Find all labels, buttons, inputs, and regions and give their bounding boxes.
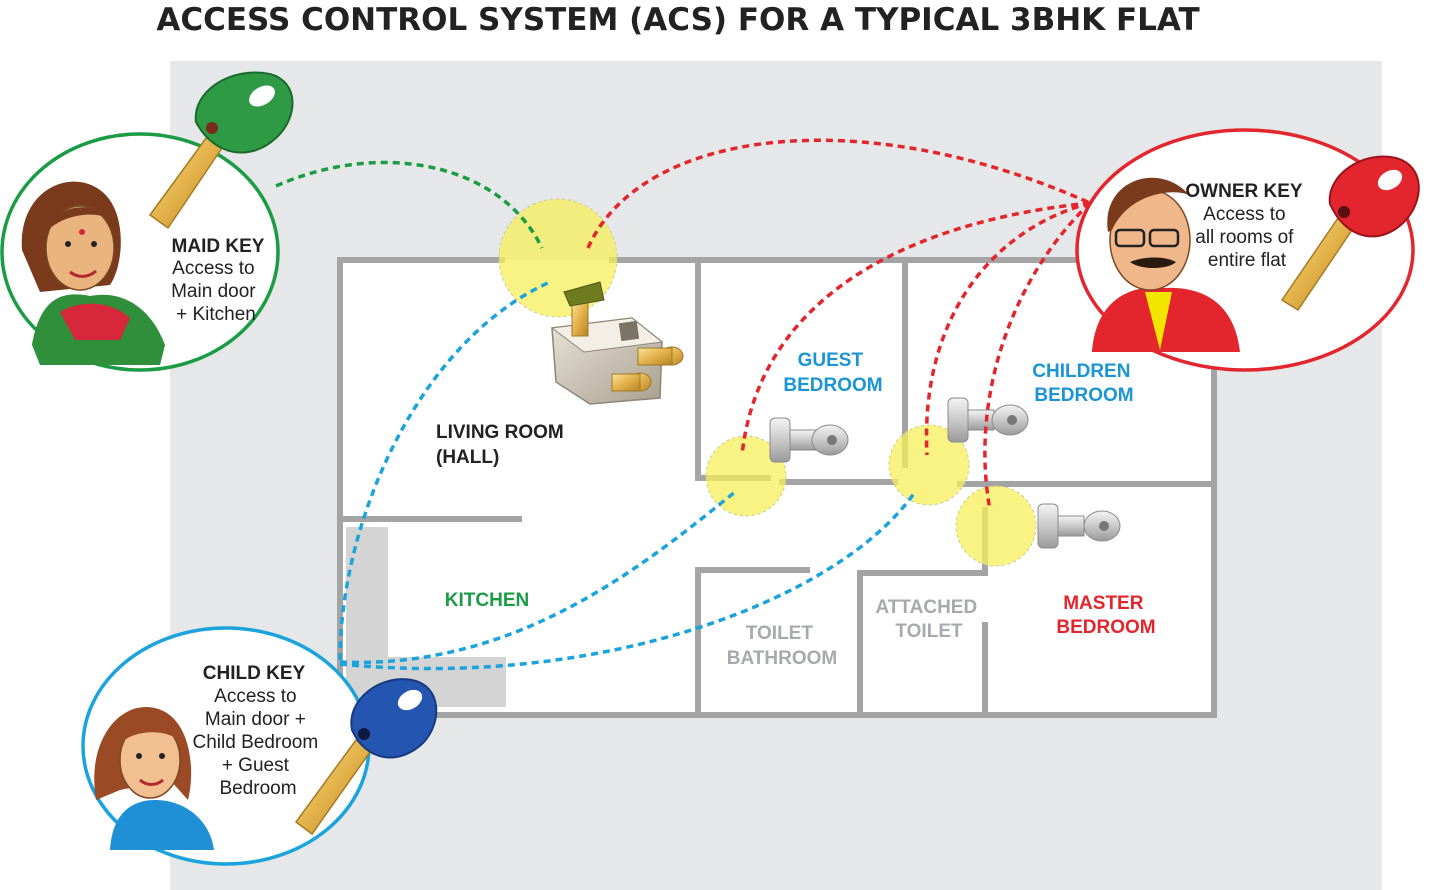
- kitchen-label: KITCHEN: [445, 590, 529, 611]
- child-key-card: CHILD KEY Access to Main door + Child Be…: [83, 628, 369, 864]
- owner-key-description: Access to all rooms of entire flat: [1195, 204, 1298, 271]
- maid-key-description: Access to Main door + Kitchen: [171, 258, 261, 325]
- maid-key-title: MAID KEY: [172, 236, 265, 257]
- master-door-lock-zone: [956, 486, 1036, 566]
- page-title: ACCESS CONTROL SYSTEM (ACS) FOR A TYPICA…: [156, 2, 1199, 38]
- owner-key-title: OWNER KEY: [1185, 181, 1303, 202]
- child-key-title: CHILD KEY: [203, 663, 306, 684]
- maid-key-card: MAID KEY Access to Main door + Kitchen: [2, 134, 278, 370]
